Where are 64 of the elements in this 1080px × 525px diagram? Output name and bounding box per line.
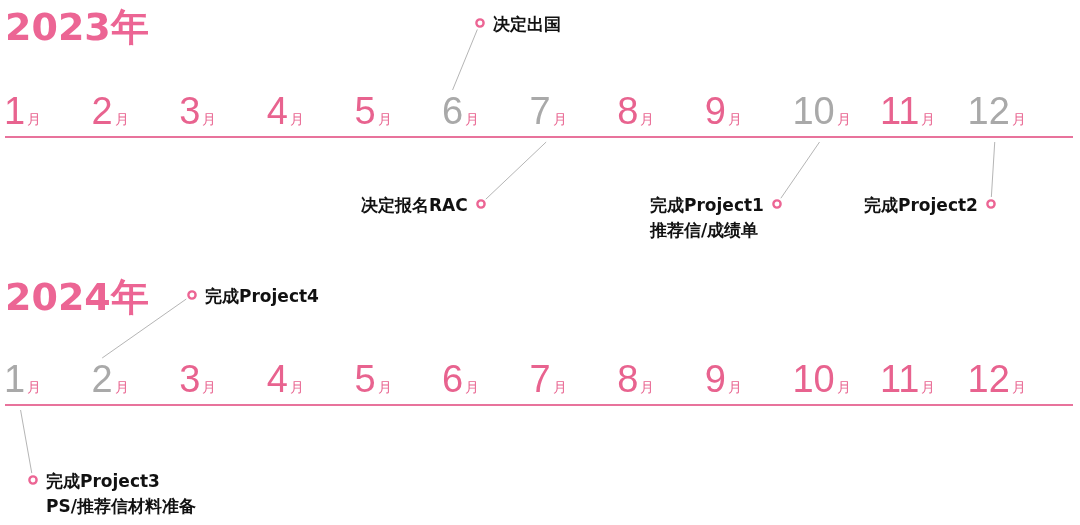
leader-line [101,298,187,359]
month-unit: 月 [1011,380,1026,394]
month-unit: 月 [27,112,42,126]
month-number: 10 [792,360,835,398]
month-number: 6 [442,92,464,130]
month-number: 2 [91,92,113,130]
month-unit: 月 [465,112,480,126]
month-number: 8 [617,92,639,130]
month-number: 3 [179,92,201,130]
month-unit: 月 [727,112,742,126]
event-text: 决定报名RAC [361,194,468,217]
month-number: 1 [4,92,26,130]
month-unit: 月 [640,112,655,126]
month-unit: 月 [640,380,655,394]
year-heading: 2024年 [5,278,149,316]
event-text: 完成Project1 [650,194,764,217]
month-unit: 月 [289,112,304,126]
month-unit: 月 [836,112,851,126]
month-unit: 月 [377,112,392,126]
month-unit: 月 [552,380,567,394]
month-unit: 月 [289,380,304,394]
month-unit: 月 [465,380,480,394]
month-number: 7 [529,360,551,398]
month-unit: 月 [921,112,936,126]
month-unit: 月 [377,380,392,394]
month-number: 6 [442,360,464,398]
month-number: 9 [704,92,726,130]
event-text: 完成Project4 [205,285,319,308]
event-text: 推荐信/成绩单 [650,219,760,242]
month-unit: 月 [836,380,851,394]
month-number: 2 [91,360,113,398]
month-unit: 月 [202,380,217,394]
leader-line [990,141,996,198]
month-unit: 月 [727,380,742,394]
month-unit: 月 [1011,112,1026,126]
leader-line [485,141,547,200]
event-text: PS/推荐信材料准备 [46,495,196,518]
leader-line [780,141,821,199]
month-number: 7 [529,92,551,130]
month-number: 5 [354,92,376,130]
month-number: 1 [4,360,26,398]
month-unit: 月 [552,112,567,126]
month-number: 12 [967,360,1010,398]
month-number: 4 [266,360,288,398]
month-number: 11 [880,360,920,398]
month-number: 3 [179,360,201,398]
month-number: 9 [704,360,726,398]
month-number: 10 [792,92,835,130]
month-number: 11 [880,92,920,130]
month-unit: 月 [114,112,129,126]
leader-line [452,29,478,91]
leader-line [20,409,33,474]
month-unit: 月 [114,380,129,394]
month-unit: 月 [27,380,42,394]
month-unit: 月 [202,112,217,126]
year-heading: 2023年 [5,8,149,46]
month-number: 12 [967,92,1010,130]
event-text: 完成Project3 [46,470,161,493]
month-unit: 月 [921,380,936,394]
month-number: 5 [354,360,376,398]
event-text: 完成Project2 [864,194,978,217]
event-text: 决定出国 [493,13,561,36]
month-number: 4 [266,92,288,130]
month-number: 8 [617,360,639,398]
